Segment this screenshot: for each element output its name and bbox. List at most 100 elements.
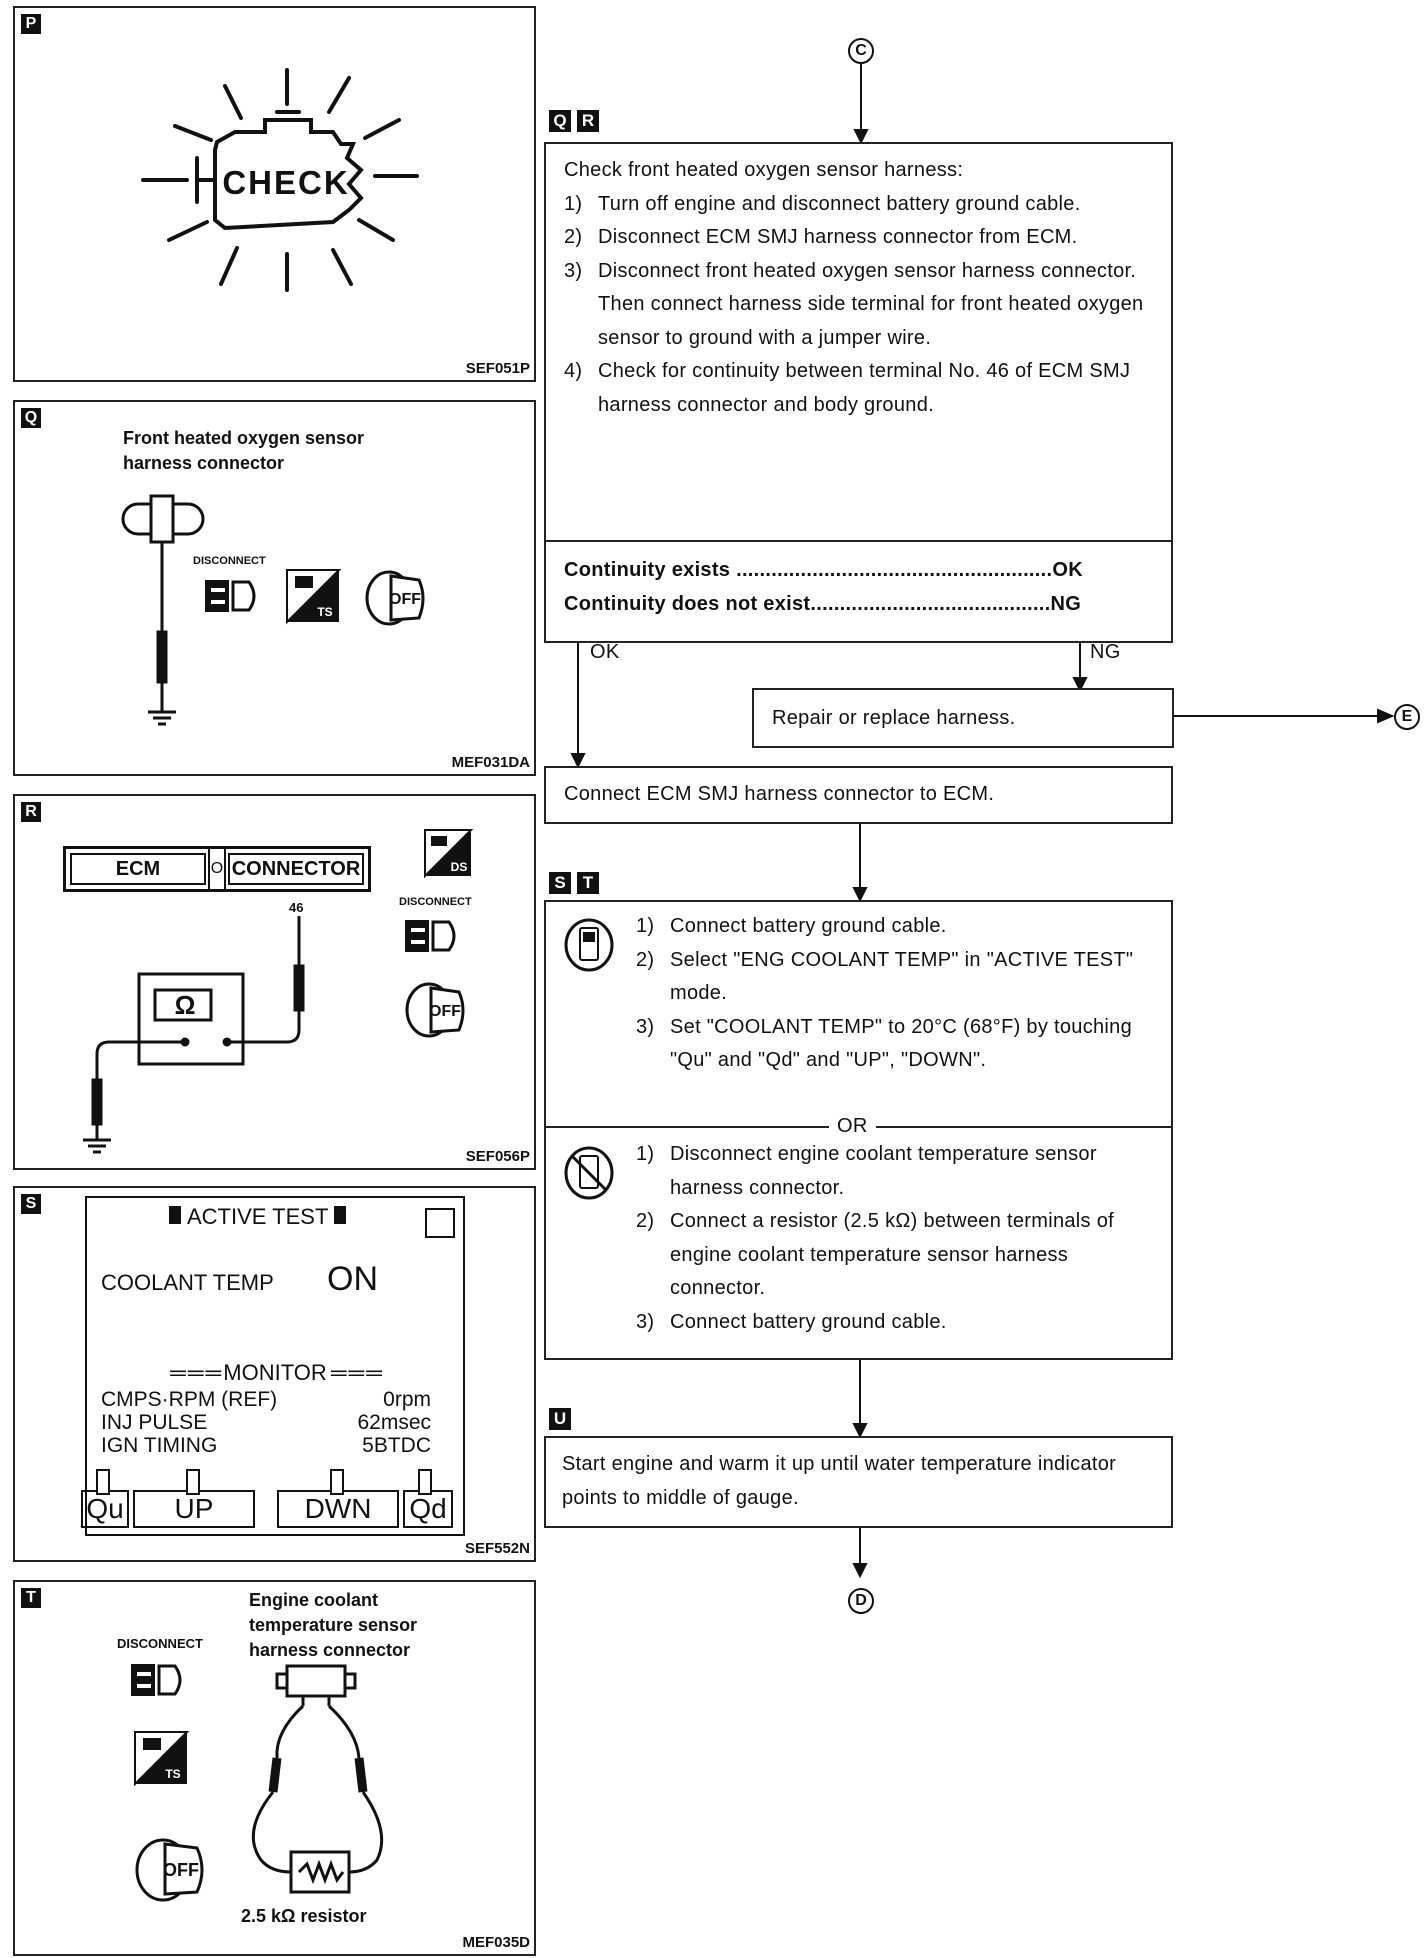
connector-label-line2: temperature sensor <box>249 1615 418 1635</box>
check-harness-box: Check front heated oxygen sensor harness… <box>544 142 1173 643</box>
panel-q-o2-sensor-connector: Q Front heated oxygen sensor harness con… <box>13 400 536 776</box>
figure-code: SEF056P <box>465 1148 530 1165</box>
or-label: OR <box>829 1108 876 1144</box>
svg-text:DS: DS <box>451 860 468 874</box>
figure-code: MEF035D <box>462 1934 530 1951</box>
connector-e-icon: E <box>1394 704 1420 730</box>
qu-button[interactable]: Qu <box>81 1490 129 1528</box>
repair-text: Repair or replace harness. <box>772 707 1016 729</box>
screen-title: ACTIVE TEST <box>187 1204 329 1229</box>
step-item: 3)Set "COOLANT TEMP" to 20°C (68°F) by t… <box>636 1015 1133 1072</box>
disconnect-connector-icon <box>205 580 256 612</box>
figure-code: SEF051P <box>465 360 530 377</box>
screen-corner-box <box>425 1208 455 1238</box>
step-item: 4)Check for continuity between terminal … <box>564 360 1131 416</box>
warm-up-text: Start engine and warm it up until water … <box>562 1453 1117 1509</box>
result-ok: Continuity exists ......................… <box>564 559 1083 581</box>
connector-label-line3: harness connector <box>249 1640 411 1660</box>
step-tag: S <box>549 872 571 894</box>
box3-tag: U <box>549 1408 577 1430</box>
resistor-label: 2.5 kΩ resistor <box>241 1906 367 1926</box>
connector-label: CONNECTOR <box>228 853 364 885</box>
warm-up-box: Start engine and warm it up until water … <box>544 1436 1173 1528</box>
ignition-key-off-icon: OFF <box>135 1838 204 1902</box>
qd-button[interactable]: Qd <box>403 1490 453 1528</box>
ok-branch-label: OK <box>590 641 620 663</box>
step-tag: R <box>577 110 599 132</box>
disconnect-label: DISCONNECT <box>399 896 472 908</box>
ecm-label: ECM <box>70 853 206 885</box>
step-tag: T <box>577 872 599 894</box>
panel-tag: Q <box>21 408 41 428</box>
step-item: 1)Disconnect engine coolant temperature … <box>636 1143 1097 1199</box>
svg-text:TS: TS <box>317 605 332 619</box>
without-consult-steps: 1)Disconnect engine coolant temperature … <box>636 1138 1156 1339</box>
sensor-connector-wiring-diagram <box>121 494 205 726</box>
disconnect-label: DISCONNECT <box>193 555 266 567</box>
step-item: 1)Connect battery ground cable. <box>636 915 947 937</box>
repair-box: Repair or replace harness. <box>752 688 1174 748</box>
connector-label-line1: Front heated oxygen sensor <box>123 428 365 448</box>
check-label: CHECK <box>222 164 349 201</box>
connector-label-line2: harness connector <box>123 453 285 473</box>
test-item-name: COOLANT TEMP <box>101 1270 274 1295</box>
ng-branch-label: NG <box>1090 641 1121 663</box>
terminal-number: 46 <box>289 900 304 915</box>
consult-screen: ACTIVE TEST COOLANT TEMP ON ═ ═ ═ MONITO… <box>81 1196 465 1536</box>
step-tag: U <box>549 1408 571 1430</box>
step-tag: Q <box>549 110 571 132</box>
ignition-key-off-icon: OFF <box>365 570 425 626</box>
disconnect-label: DISCONNECT <box>117 1636 203 1651</box>
connector-label-line1: Engine coolant <box>249 1590 379 1610</box>
panel-tag: T <box>21 1588 41 1608</box>
title-marker-icon <box>334 1206 347 1224</box>
coolant-temp-box: 1)Connect battery ground cable. 2)Select… <box>544 900 1173 1360</box>
svg-text:OFF: OFF <box>429 1003 461 1020</box>
ohmmeter-wiring-diagram <box>83 916 305 1154</box>
ohm-symbol: Ω <box>174 990 196 1020</box>
svg-text:OFF: OFF <box>163 1860 199 1880</box>
title-marker-icon <box>169 1206 181 1224</box>
with-consult-steps: 1)Connect battery ground cable. 2)Select… <box>636 910 1156 1078</box>
connect-ecm-text: Connect ECM SMJ harness connector to ECM… <box>564 783 995 805</box>
connect-ecm-box: Connect ECM SMJ harness connector to ECM… <box>544 766 1173 824</box>
connector-latch-icon: O <box>208 849 226 889</box>
consult-tester-ds-icon: DS <box>424 829 474 879</box>
result-divider <box>546 540 1171 542</box>
ignition-key-off-icon: OFF <box>405 982 465 1038</box>
panel-tag: S <box>21 1194 41 1214</box>
consult-tester-ts-icon: TS <box>134 1731 190 1787</box>
figure-code: SEF552N <box>464 1540 530 1557</box>
monitor-row: CMPS·RPM (REF)0rpm <box>101 1388 431 1411</box>
step-item: 2)Connect a resistor (2.5 kΩ) between te… <box>636 1210 1114 1299</box>
panel-r-ecm-continuity: R ECM O CONNECTOR 46 Ω DS DISCONNECT <box>13 794 536 1170</box>
panel-s-active-test-screen: S ACTIVE TEST COOLANT TEMP ON ═ ═ ═ MONI… <box>13 1186 536 1562</box>
touch-finger-icons <box>96 1469 432 1495</box>
svg-text:TS: TS <box>165 1767 180 1781</box>
disconnect-connector-icon <box>405 920 456 952</box>
consult-tester-ts-icon: TS <box>286 569 342 625</box>
step-item: 2)Disconnect ECM SMJ harness connector f… <box>564 226 1078 248</box>
connector-d-icon: D <box>848 1588 874 1614</box>
no-tester-icon <box>564 1146 614 1200</box>
disconnect-connector-icon <box>131 1664 182 1696</box>
test-item-value: ON <box>327 1260 378 1298</box>
step-item: 2)Select "ENG COOLANT TEMP" in "ACTIVE T… <box>636 948 1134 1005</box>
result-ng: Continuity does not exist...............… <box>564 592 1082 615</box>
svg-text:OFF: OFF <box>389 591 421 608</box>
check-steps: 1)Turn off engine and disconnect battery… <box>564 188 1156 423</box>
ecm-connector-strip: ECM O CONNECTOR <box>63 846 371 892</box>
connector-c-icon: C <box>848 38 874 64</box>
down-button[interactable]: DWN <box>277 1490 399 1528</box>
panel-tag: R <box>21 802 41 822</box>
step-item: 3)Disconnect front heated oxygen sensor … <box>564 259 1144 349</box>
panel-t-resistor-connection: T Engine coolant temperature sensor harn… <box>13 1580 536 1956</box>
panel-p-check-engine: P CHECK SEF051P <box>13 6 536 382</box>
monitor-heading: ═ ═ ═ MONITOR ═ ═ ═ <box>170 1360 382 1385</box>
